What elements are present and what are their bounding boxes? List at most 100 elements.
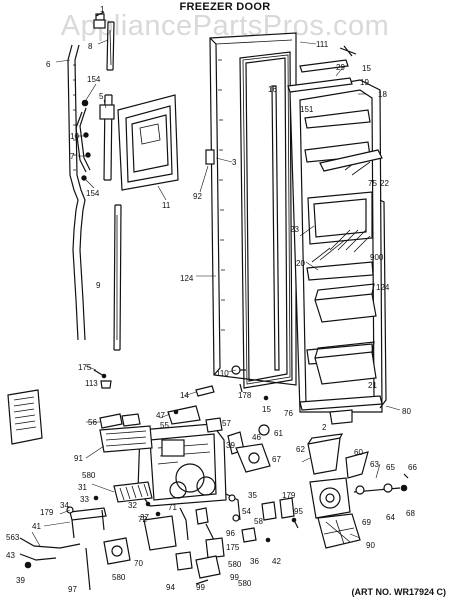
callout-label: 76 [284, 409, 293, 418]
callout-label: 31 [78, 483, 87, 492]
callout-label: 16 [268, 85, 277, 94]
linkage-rod [353, 473, 409, 495]
outer-door-shell [205, 32, 297, 386]
callout-label: 175 [78, 363, 92, 372]
callout-label: 69 [362, 518, 371, 527]
callout-label: 124 [376, 283, 390, 292]
callout-label: 68 [406, 509, 415, 518]
callout-label: 22 [380, 179, 389, 188]
callout-label: 6 [46, 60, 51, 69]
handle-strip-upper [106, 21, 115, 71]
callout-label: 154 [86, 189, 100, 198]
callout-label: 66 [408, 463, 417, 472]
callout-label: 42 [272, 557, 281, 566]
callout-label: 92 [193, 192, 202, 201]
bottom-rail [299, 395, 383, 425]
funnel-part [345, 451, 369, 479]
callout-label: 33 [80, 495, 89, 504]
callout-label: 29 [336, 63, 345, 72]
callout-label: 39 [226, 441, 235, 450]
breaker-strip [271, 85, 280, 371]
dispenser-cup [307, 433, 344, 475]
callout-label: 60 [354, 448, 363, 457]
callout-label: 124 [180, 274, 194, 283]
callout-label: 580 [82, 471, 96, 480]
callout-label: 900 [370, 253, 384, 262]
callout-label: 61 [274, 429, 283, 438]
bracket-set [261, 497, 297, 543]
callout-label: 10 [70, 132, 79, 141]
lever-parts [225, 493, 257, 543]
callout-label: 71 [168, 503, 177, 512]
callout-label: 63 [370, 460, 379, 469]
water-valve [235, 443, 271, 473]
callout-label: 97 [68, 585, 77, 594]
callout-label: 580 [112, 573, 126, 582]
callout-label: 99 [196, 583, 205, 592]
callout-label: 95 [294, 507, 303, 516]
door-gasket-strip [67, 44, 86, 341]
diagram-title: FREEZER DOOR [179, 1, 271, 13]
ice-chute [99, 425, 153, 453]
callout-label: 179 [282, 491, 296, 500]
callout-label: 14 [180, 391, 189, 400]
callout-label: 39 [16, 576, 25, 585]
callout-label: 70 [134, 559, 143, 568]
shelf-bar [319, 149, 383, 172]
impeller [317, 513, 361, 549]
callout-label: 56 [88, 418, 97, 427]
callout-label: 47 [156, 411, 165, 420]
callout-label: 113 [85, 379, 98, 388]
callout-label: 80 [402, 407, 411, 416]
spring-cap [258, 424, 270, 436]
callout-label: 15 [362, 64, 371, 73]
callout-label: 36 [250, 557, 259, 566]
switch-assembly [99, 405, 201, 429]
callout-label: 37 [140, 513, 149, 522]
callout-label: 96 [226, 529, 235, 538]
callout-label: 46 [252, 433, 261, 442]
callout-label: 8 [88, 42, 93, 51]
callout-label: 62 [296, 445, 305, 454]
callout-label: 58 [254, 517, 263, 526]
callout-label: 154 [87, 75, 101, 84]
dispenser-arm-parts [143, 507, 225, 585]
callout-label: 11 [162, 201, 171, 210]
callout-label: 19 [360, 78, 369, 87]
lower-left-parts [19, 507, 131, 591]
callout-label: 57 [222, 419, 231, 428]
small-hardware [195, 365, 269, 401]
side-rod [379, 199, 387, 409]
callout-label: 7 [70, 152, 75, 161]
dispenser-cover-panel [117, 94, 179, 191]
callout-label: 54 [242, 507, 251, 516]
callout-label: 91 [74, 454, 83, 463]
callout-label: 43 [6, 551, 15, 560]
auger-motor [309, 477, 351, 519]
door-handle-assembly [75, 94, 115, 181]
callout-label: 32 [128, 501, 137, 510]
callout-label: 34 [60, 501, 69, 510]
callout-label: 41 [32, 522, 41, 531]
callout-label: 5 [99, 92, 104, 101]
callout-label: 15 [262, 405, 271, 414]
callout-label: 3 [232, 158, 237, 167]
callout-labels: 1 6 8 154 5 10 7 154 11 3 92 9 175 113 1… [6, 5, 417, 594]
callout-label: 35 [248, 491, 257, 500]
handle-strip-lower [113, 204, 122, 351]
callout-label: 75 [368, 179, 377, 188]
top-clip [93, 11, 106, 29]
callout-label: 111 [316, 40, 329, 49]
callout-label: 580 [228, 560, 242, 569]
inner-gasket-frame [239, 51, 293, 389]
leader-lines [31, 39, 401, 547]
callout-label: 1 [100, 5, 105, 14]
art-number: (ART NO. WR17924 C) [351, 587, 446, 597]
callout-label: 9 [96, 281, 101, 290]
callout-label: 110 [216, 369, 229, 378]
drip-tray [113, 481, 153, 503]
callout-label: 55 [160, 421, 169, 430]
callout-label: 65 [386, 463, 395, 472]
screw-and-cap [93, 369, 112, 389]
